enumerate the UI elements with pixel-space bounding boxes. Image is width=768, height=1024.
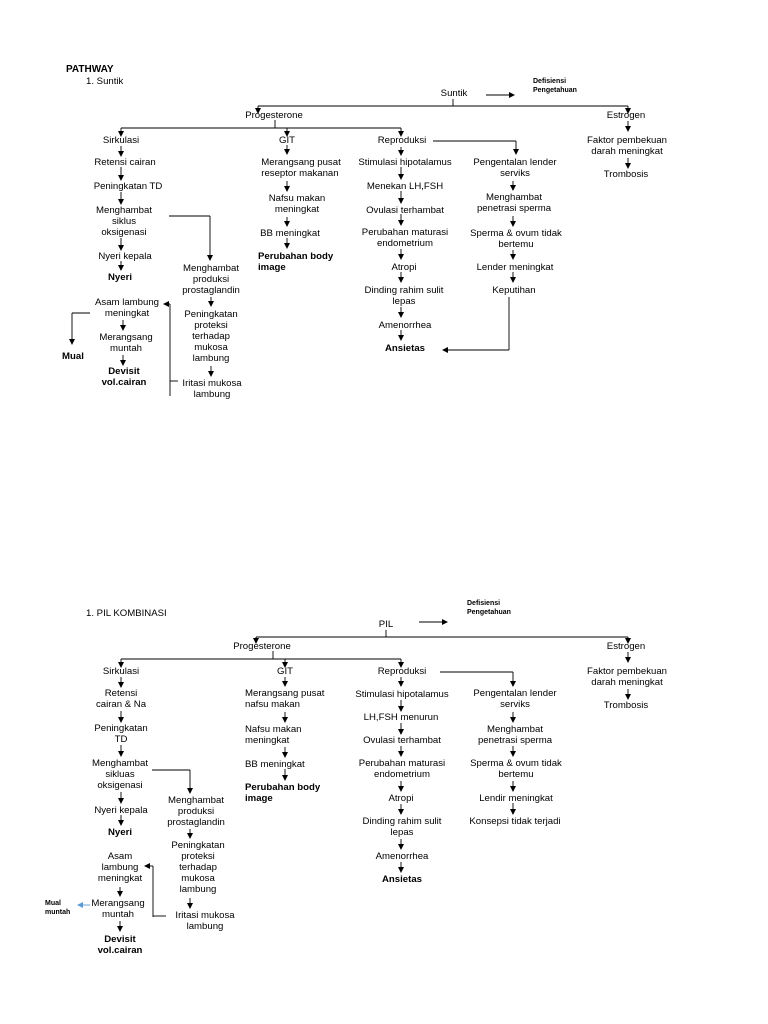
s2-node: Konsepsi tidak terjadi (469, 816, 561, 827)
s2-node: Iritasi mukosa lambung (175, 910, 235, 932)
s2-diagnosis: Perubahan body image (245, 782, 321, 804)
s2-node-pil: PIL (378, 619, 394, 630)
s1-node: Menekan LH,FSH (366, 181, 444, 192)
s2-node: Nafsu makan meningkat (245, 724, 302, 746)
s1-node: Retensi cairan (94, 157, 156, 168)
s1-node: Merangsang pusat reseptor makanan (261, 157, 341, 179)
s2-side-note: Defisiensi Pengetahuan (467, 600, 511, 616)
s1-node-progesterone: Progesterone (245, 110, 303, 121)
s1-node: Nafsu makan meningkat (268, 193, 326, 215)
s2-node: GIT (277, 666, 293, 677)
s2-node: Menghambat sikluas oksigenasi (92, 758, 148, 791)
s1-node: Stimulasi hipotalamus (358, 157, 452, 168)
s1-node: Peningkatan TD (93, 181, 163, 192)
s2-node: Asam lambung meningkat (97, 851, 143, 884)
s1-diagnosis: Nyeri (108, 272, 132, 283)
s2-diagnosis-mual: Mual muntah (45, 900, 71, 916)
s2-node: Merangsang pusat nafsu makan (245, 688, 325, 710)
s2-node: Atropi (388, 793, 414, 804)
s1-node: BB meningkat (260, 228, 320, 239)
s2-node: Amenorrhea (375, 851, 429, 862)
s2-node: Lendir meningkat (479, 793, 553, 804)
s1-node: Menghambat siklus oksigenasi (96, 205, 152, 238)
s1-node: Amenorrhea (378, 320, 432, 331)
s2-diagnosis: Ansietas (382, 874, 422, 885)
s2-node-progesterone: Progesterone (233, 641, 291, 652)
s1-node: Lender meningkat (476, 262, 554, 273)
s1-diagnosis: Perubahan body image (258, 251, 334, 273)
s2-node: Pengentalan lender serviks (473, 688, 557, 710)
s1-node: Perubahan maturasi endometrium (361, 227, 449, 249)
s1-diagnosis-mual: Mual (62, 351, 84, 362)
s2-node: Stimulasi hipotalamus (355, 689, 449, 700)
s1-node: Atropi (391, 262, 417, 273)
s2-node: BB meningkat (245, 759, 305, 770)
s1-node: Peningkatan proteksi terhadap mukosa lam… (184, 309, 238, 364)
s1-node: Faktor pembekuan darah meningkat (587, 135, 667, 157)
section1-heading: 1. Suntik (86, 76, 124, 87)
s1-node: Pengentalan lender serviks (473, 157, 557, 179)
s1-node-estrogen: Estrogen (606, 110, 646, 121)
s2-node: Merangsang muntah (91, 898, 145, 920)
s1-side-note: Defisiensi Pengetahuan (533, 78, 577, 94)
s2-node: Retensi cairan & Na (95, 688, 147, 710)
s1-node: Trombosis (603, 169, 649, 180)
s1-node: Menghambat penetrasi sperma (476, 192, 552, 214)
s2-node: Faktor pembekuan darah meningkat (587, 666, 667, 688)
s2-node: Nyeri kepala (94, 805, 148, 816)
s1-diagnosis: Ansietas (385, 343, 425, 354)
s1-node: Ovulasi terhambat (366, 205, 444, 216)
s1-node: Sperma & ovum tidak bertemu (470, 228, 562, 250)
s1-node: Menghambat produksi prostaglandin (182, 263, 240, 296)
s2-node: Sperma & ovum tidak bertemu (470, 758, 562, 780)
s2-node: Peningkatan TD (94, 723, 148, 745)
s1-node: Keputihan (492, 285, 536, 296)
s2-node: Ovulasi terhambat (363, 735, 441, 746)
s1-node: Sirkulasi (102, 135, 140, 146)
s2-node: Sirkulasi (102, 666, 140, 677)
s2-node: LH,FSH menurun (363, 712, 439, 723)
s1-node: Iritasi mukosa lambung (182, 378, 242, 400)
s2-node: Trombosis (603, 700, 649, 711)
s1-diagnosis: Devisit vol.cairan (101, 366, 147, 388)
s2-node: Perubahan maturasi endometrium (358, 758, 446, 780)
s1-node: Nyeri kepala (98, 251, 152, 262)
s1-node: Asam lambung meningkat (95, 297, 159, 319)
s1-node: Merangsang muntah (99, 332, 153, 354)
s2-node: Peningkatan proteksi terhadap mukosa lam… (171, 840, 225, 895)
s2-node-estrogen: Estrogen (606, 641, 646, 652)
s2-node: Menghambat produksi prostaglandin (167, 795, 225, 828)
s2-diagnosis: Devisit vol.cairan (97, 934, 143, 956)
s2-diagnosis: Nyeri (108, 827, 132, 838)
s1-node: Dinding rahim sulit lepas (364, 285, 444, 307)
s2-node: Dinding rahim sulit lepas (362, 816, 442, 838)
pathway-title: PATHWAY (66, 64, 114, 75)
s2-node: Menghambat penetrasi sperma (477, 724, 553, 746)
s1-node-suntik: Suntik (440, 88, 468, 99)
s2-node: Reproduksi (377, 666, 427, 677)
s1-node: GIT (279, 135, 295, 146)
section2-heading: 1. PIL KOMBINASI (86, 608, 167, 619)
s1-node: Reproduksi (377, 135, 427, 146)
